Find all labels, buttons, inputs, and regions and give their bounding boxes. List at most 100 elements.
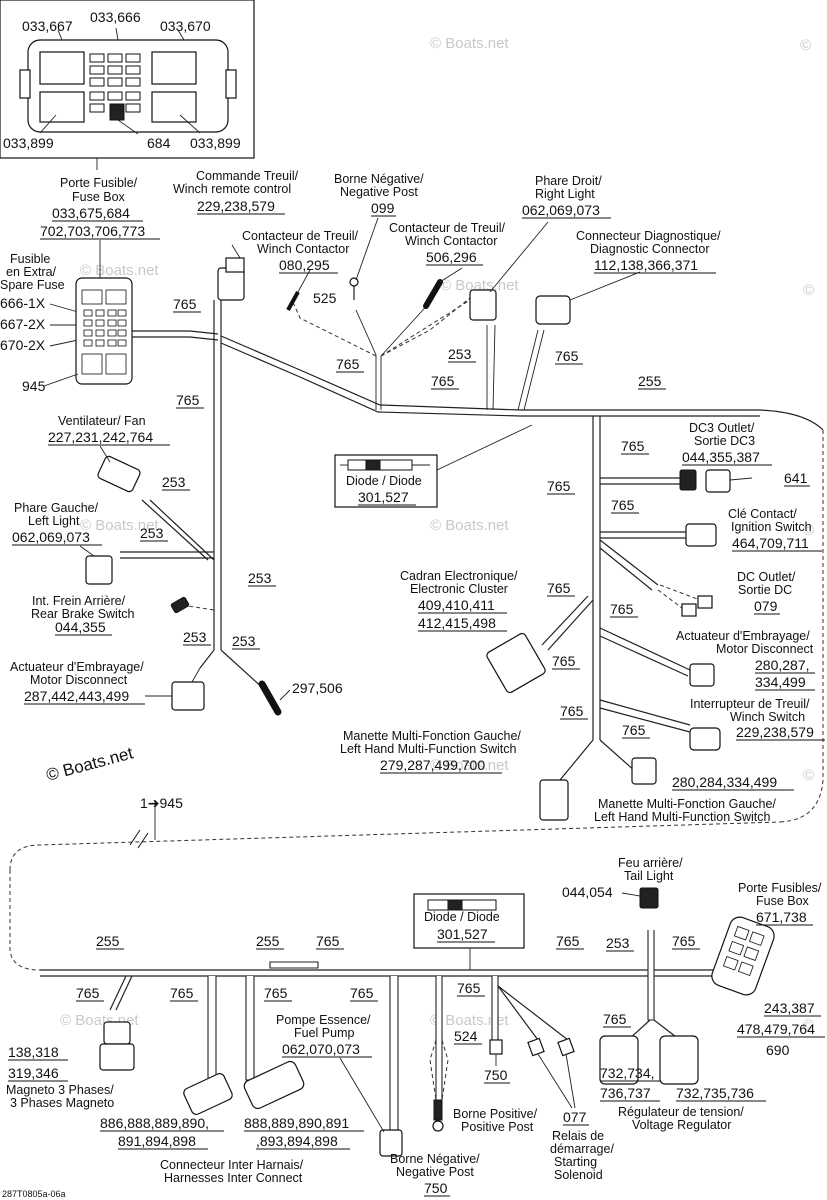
ignition-switch-connector [685,523,717,547]
solenoid-parts: 077 [563,1109,587,1125]
dc3-parts: 044,355,387 [682,449,760,465]
wire-code: 765 [170,985,194,1001]
wire-code: 765 [173,296,197,312]
doc-code: 287T0805a-06a [2,1189,66,1199]
voltage-regulator-label: Voltage Regulator [632,1118,731,1132]
negative-post-parts: 099 [371,200,395,216]
fan-parts: 227,231,242,764 [48,429,153,445]
watermark-symbol: © [800,37,811,54]
ignition-parts: 464,709,711 [732,535,809,551]
motor-disconnect-label: Actuateur d'Embrayage/ [10,660,144,674]
winch-contactor-b-icon [423,267,463,309]
dc3-label: DC3 Outlet/ [689,421,755,435]
rear-fuse-box-parts: 243,387 [764,1000,815,1016]
left-light-connector [85,555,113,585]
rear-fuse-box-parts: 478,479,764 [737,1021,815,1037]
watermark: © Boats.net [430,757,509,774]
part-297-label: 297,506 [292,680,343,696]
watermarks: © Boats.net © Boats.net © Boats.net © Bo… [60,35,814,1034]
fusebox-part-label: 684 [147,135,171,151]
negative-post-bottom-icon [432,1099,444,1132]
voltage-regulator-connector-a [599,1035,639,1085]
magneto-parts: 138,318 [8,1044,59,1060]
motor-disconnect-left-connector [171,667,205,711]
wire-code: 765 [610,601,634,617]
inter-connect-connector-a [183,1073,233,1115]
motor-disconnect-label: Motor Disconnect [716,642,814,656]
wire-code: 765 [556,933,580,949]
winch-contactor-label: Winch Contactor [405,234,497,248]
right-light-parts: 062,069,073 [522,202,600,218]
positive-post-label: Borne Positive/ [453,1107,538,1121]
fusebox-part-label: 033,666 [90,9,141,25]
cluster-label: Cadran Electronique/ [400,569,518,583]
electronic-cluster-connector [486,632,546,694]
fuel-pump-parts: 062,070,073 [282,1041,360,1057]
left-light-label: Left Light [28,514,80,528]
left-light-parts: 062,069,073 [12,529,90,545]
lh-switch-connector [539,779,569,821]
wire-code: 765 [431,373,455,389]
wire-code: 765 [560,703,584,719]
voltage-regulator-parts: 732,734, [600,1065,655,1081]
wire-code: 765 [264,985,288,1001]
fuel-pump-label: Pompe Essence/ [276,1013,371,1027]
winch-contactor-a-icon [286,269,311,311]
wire-code: 253 [183,629,207,645]
spare-fuse-label: Spare Fuse [0,278,65,292]
left-light-label: Phare Gauche/ [14,501,99,515]
positive-post-parts: 750 [484,1067,508,1083]
cluster-label: Electronic Cluster [410,582,508,596]
winch-contactor-parts: 080,295 [279,257,330,273]
wire-code: 765 [176,392,200,408]
cluster-parts: 412,415,498 [418,615,496,631]
wire-code: 765 [547,580,571,596]
wire-code: 255 [96,933,120,949]
wire-code: 765 [552,653,576,669]
wire-code: 765 [555,348,579,364]
fusebox-part-label: 033,899 [3,135,54,151]
dc-outlet-parts: 079 [754,598,778,614]
negative-post-top-icon [349,277,359,300]
spare-fuse-part: 670-2X [0,337,46,353]
voltage-regulator-parts: 732,735,736 [676,1085,754,1101]
watermark: © Boats.net [440,277,519,294]
fuse-box-ref: 945 [22,378,46,394]
fusebox-part-label: 033,670 [160,18,211,34]
rear-brake-parts: 044,355 [55,619,106,635]
solenoid-label: Relais de [552,1129,604,1143]
lh-switch-parts: 280,284,334,499 [672,774,777,790]
voltage-regulator-parts: 736,737 [600,1085,651,1101]
section-break [9,800,781,971]
watermark: © Boats.net [80,262,159,279]
motor-disconnect-parts: 280,287, [755,657,810,673]
winch-remote-parts: 229,238,579 [197,198,275,214]
winch-switch-label: Interrupteur de Treuil/ [690,697,810,711]
fuse-box-parts: 033,675,684 [52,205,130,221]
inter-connect-parts: 886,888,889,890, [100,1115,209,1131]
wire-code: 765 [603,1011,627,1027]
winch-switch-connector [689,727,721,751]
motor-disconnect-label: Motor Disconnect [30,673,128,687]
negative-post-label: Borne Négative/ [334,172,424,186]
spare-fuse-label: Fusible [10,252,50,266]
rear-fuse-box-label: Fuse Box [756,894,810,908]
rear-fuse-box-parts: 690 [766,1042,790,1058]
winch-switch-parts: 229,238,579 [736,724,814,740]
tail-light-connector [639,887,659,909]
inter-connect-label: Harnesses Inter Connect [164,1171,303,1185]
fuse-box: Porte Fusible/ Fuse Box 033,675,684 702,… [0,176,160,394]
lh-switch-label: Left Hand Multi-Function Switch [340,742,517,756]
wire-code: 765 [350,985,374,1001]
wire-code: 253 [232,633,256,649]
negative-post-label: Borne Négative/ [390,1152,480,1166]
cluster-parts: 409,410,411 [418,597,495,613]
fuse-box-label: Fuse Box [72,190,126,204]
solenoid-label: démarrage/ [550,1142,614,1156]
fusebox-part-label: 033,899 [190,135,241,151]
watermark-symbol: © [803,282,814,299]
wire-code: 765 [336,356,360,372]
watermark-label: © Boats.net [44,743,135,784]
wire-code: 253 [140,525,164,541]
wire-code: 255 [638,373,662,389]
